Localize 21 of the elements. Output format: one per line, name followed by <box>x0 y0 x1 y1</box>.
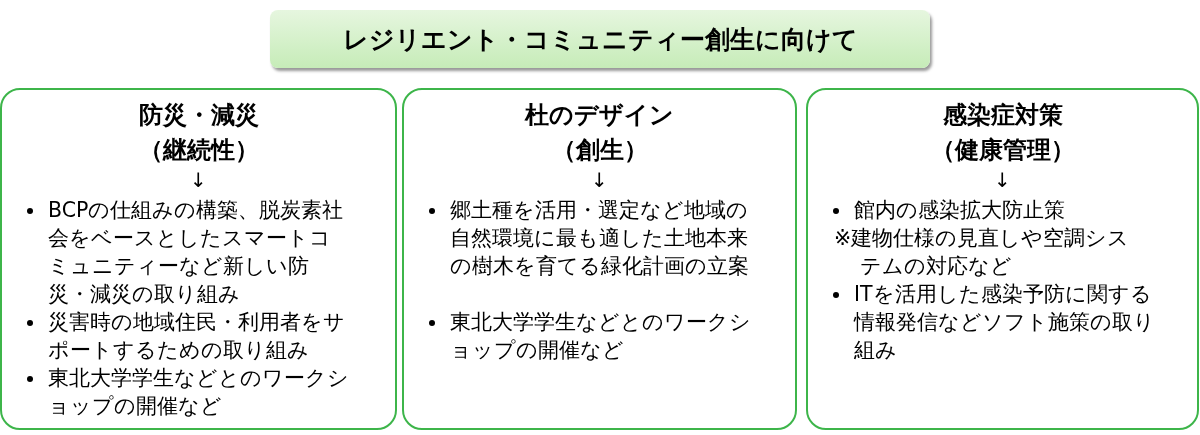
box-heading: 感染症対策 <box>941 100 1064 130</box>
bullet-item: 災害時の地域住民・利用者をサポートするための取り組み <box>48 309 346 364</box>
title-banner: レジリエント・コミュニティー創生に向けて <box>270 10 930 68</box>
category-box <box>806 88 1199 430</box>
bullet-item: 東北大学学生などとのワークショップの開催など <box>48 365 350 420</box>
box-heading: 防災・減災 <box>137 100 260 130</box>
category-box <box>402 88 797 430</box>
down-arrow-symbol: ↓ <box>591 168 608 192</box>
category-box <box>0 88 397 430</box>
bullet-item: 館内の感染拡大防止策 <box>854 197 1066 224</box>
down-arrow-symbol: ↓ <box>190 168 207 192</box>
note-text: ※建物仕様の見直しや空調システムの対応など <box>834 225 1131 280</box>
bullet-item: ITを活用した感染予防に関する情報発信などソフト施策の取り組み <box>854 281 1156 364</box>
down-arrow-symbol: ↓ <box>994 168 1011 192</box>
box-heading: （創生） <box>550 135 649 165</box>
box-heading: （継続性） <box>137 135 260 165</box>
bullet-item: 東北大学学生などとのワークショップの開催など <box>450 309 752 364</box>
bullet-item: BCPの仕組みの構築、脱炭素社会をベースとしたスマートコミュニティーなど新しい防災・減災の取り組み <box>48 197 345 308</box>
box-heading: （健康管理） <box>929 135 1076 165</box>
box-heading: 杜のデザイン <box>523 100 675 130</box>
bullet-item: 郷土種を活用・選定など地域の自然環境に最も適した土地本来の樹木を育てる緑化計画の立案 <box>450 197 750 280</box>
